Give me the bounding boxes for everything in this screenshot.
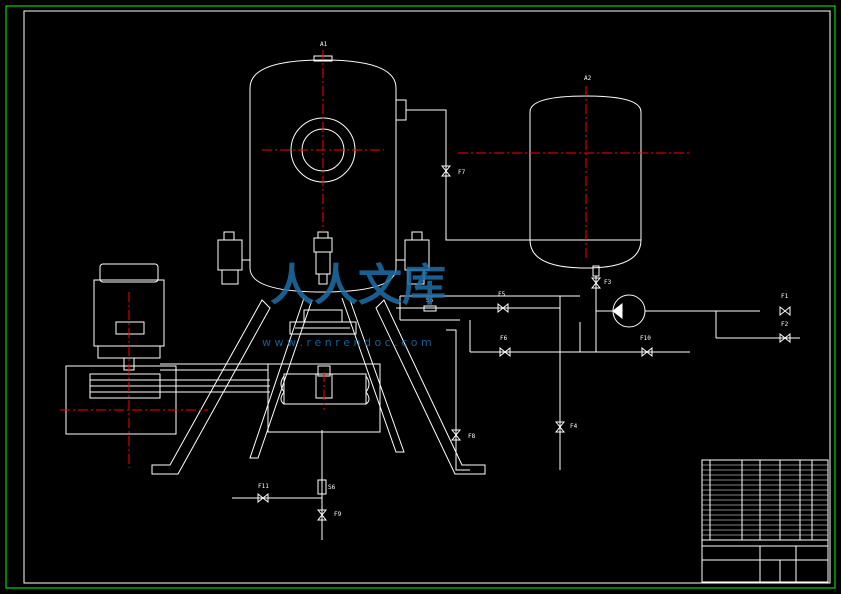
valve-label-f10: F10	[640, 335, 651, 342]
valve-label-f3: F3	[604, 279, 612, 286]
inner-frame	[23, 10, 831, 584]
valve-label-f1: F1	[781, 293, 789, 300]
title-block-rows	[702, 464, 828, 536]
valve-label-f4: F4	[570, 423, 578, 430]
valve-label-f5: F5	[498, 291, 506, 298]
vessel-a2-label: A2	[584, 75, 592, 82]
watermark-logo: 人人文库	[270, 260, 446, 311]
valve-label-f11: F11	[258, 483, 269, 490]
fitting-label-s5: S5	[426, 297, 434, 304]
watermark: 人人文库 w w w . r e n r e n d o c . c o m	[262, 260, 446, 349]
fitting-label-s6: S6	[328, 484, 336, 491]
valve-label-f9: F9	[334, 511, 342, 518]
watermark-url: w w w . r e n r e n d o c . c o m	[262, 336, 432, 349]
title-block	[701, 459, 829, 583]
secondary-vessel-centerlines	[458, 86, 692, 258]
valve-label-f7: F7	[458, 169, 466, 176]
valve-label-f2: F2	[781, 321, 789, 328]
valve-symbols	[257, 165, 791, 521]
outer-frame	[5, 5, 836, 589]
valve-label-f6: F6	[500, 335, 508, 342]
vessel-stand	[151, 297, 486, 475]
motor-centerlines	[60, 292, 325, 468]
vessel-a1-label: A1	[320, 41, 328, 48]
valve-label-f8: F8	[468, 433, 476, 440]
main-vessel-centerlines	[262, 50, 384, 232]
piping	[232, 109, 800, 540]
